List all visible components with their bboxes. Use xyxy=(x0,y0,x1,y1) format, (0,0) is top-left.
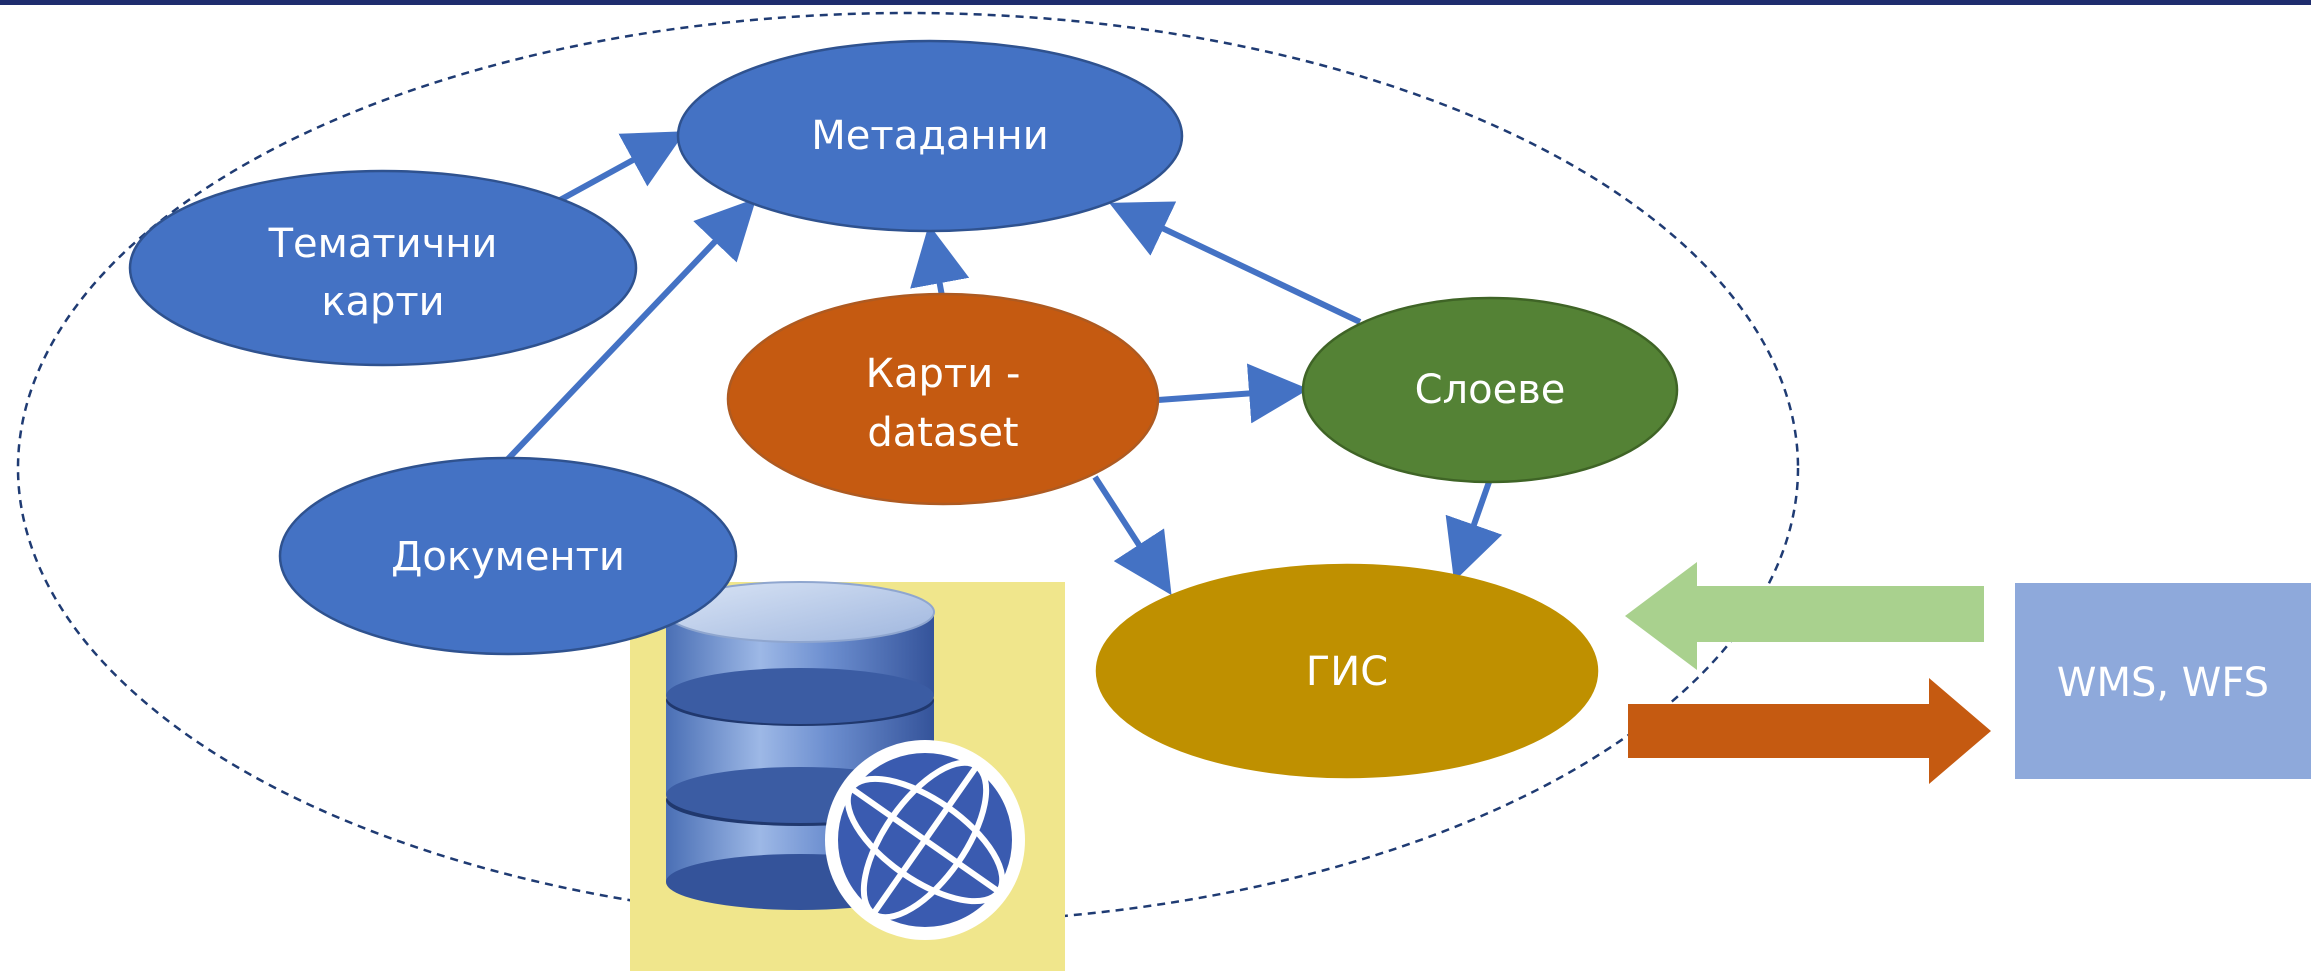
header-bar xyxy=(0,0,2311,5)
edge-layers-to-gis xyxy=(1445,481,1503,582)
node-metadata-label: Метаданни xyxy=(811,113,1048,159)
edge-thematic-maps-to-metadata xyxy=(558,131,686,203)
node-gis-label: ГИС xyxy=(1306,649,1388,695)
outbound-exchange-arrow xyxy=(1628,678,1991,784)
node-thematic-maps-line1: Тематични xyxy=(268,221,498,267)
node-maps-dataset-line1: Карти - xyxy=(866,351,1021,397)
inbound-exchange-arrow xyxy=(1625,562,1984,670)
node-documents: Документи xyxy=(278,456,738,656)
edge-maps-dataset-to-layers xyxy=(1157,363,1309,424)
node-maps-dataset: Карти - dataset xyxy=(726,292,1160,506)
edge-maps-dataset-to-metadata xyxy=(910,224,970,297)
wms-wfs-label: WMS, WFS xyxy=(2057,660,2269,706)
node-metadata: Метаданни xyxy=(676,39,1184,233)
node-documents-label: Документи xyxy=(391,534,625,580)
edge-documents-to-metadata xyxy=(505,198,757,462)
database-globe-icon xyxy=(630,581,1065,971)
wms-wfs-box: WMS, WFS xyxy=(2015,583,2311,779)
edge-maps-dataset-to-gis xyxy=(1092,475,1172,596)
edges xyxy=(505,131,1503,596)
node-maps-dataset-line2: dataset xyxy=(867,410,1018,456)
node-thematic-maps: Тематични карти xyxy=(128,169,638,367)
node-thematic-maps-line2: карти xyxy=(321,279,444,325)
node-layers-label: Слоеве xyxy=(1415,367,1566,413)
node-gis: ГИС xyxy=(1095,563,1599,779)
edge-layers-to-metadata xyxy=(1109,201,1362,325)
node-layers: Слоеве xyxy=(1301,296,1679,484)
